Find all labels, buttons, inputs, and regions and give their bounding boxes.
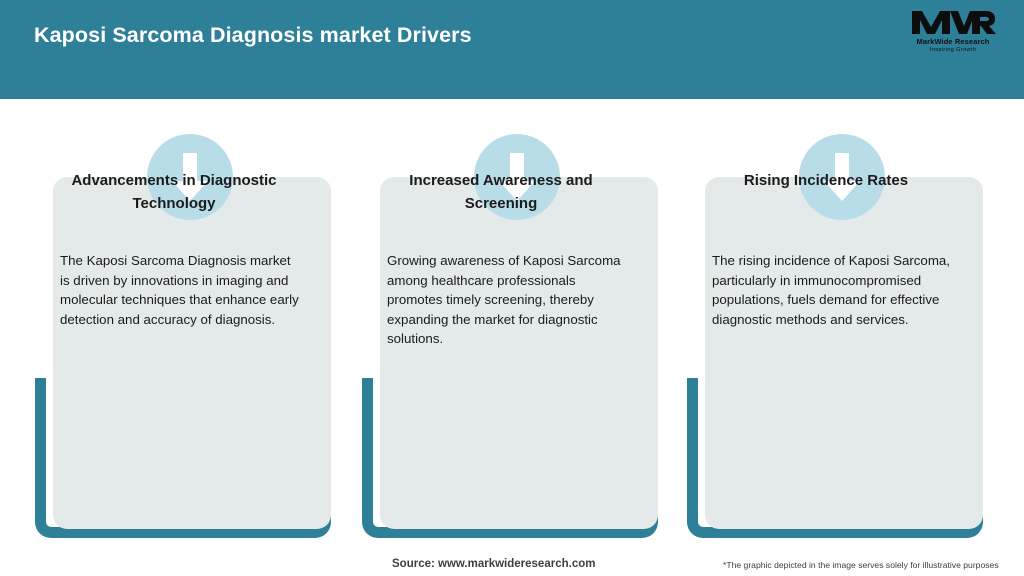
down-arrow-icon: [799, 134, 885, 220]
card-title: Increased Awareness and Screening: [409, 172, 593, 212]
card-panel: [53, 177, 331, 529]
driver-card[interactable]: Rising Incidence Rates The rising incide…: [687, 99, 983, 539]
logo-mark-icon: [898, 8, 1008, 36]
driver-cards-container: Advancements in Diagnostic Technology Th…: [0, 99, 1024, 539]
company-logo: MarkWide Research Inspiring Growth: [898, 8, 1008, 58]
disclaimer-note: *The graphic depicted in the image serve…: [723, 560, 999, 570]
card-title: Rising Incidence Rates: [743, 172, 909, 189]
page-title: Kaposi Sarcoma Diagnosis market Drivers: [34, 23, 472, 47]
card-panel: [380, 177, 658, 529]
card-body-text: The rising incidence of Kaposi Sarcoma, …: [712, 253, 950, 327]
logo-tagline: Inspiring Growth: [929, 47, 977, 53]
driver-card[interactable]: Increased Awareness and Screening Growin…: [362, 99, 658, 539]
card-title: Advancements in Diagnostic Technology: [71, 172, 277, 212]
logo-company-name: MarkWide Research: [916, 37, 990, 46]
down-arrow-icon: [147, 134, 233, 220]
card-panel: [705, 177, 983, 529]
down-arrow-icon: [474, 134, 560, 220]
card-body-text: The Kaposi Sarcoma Diagnosis market is d…: [60, 253, 299, 327]
header-bar: Kaposi Sarcoma Diagnosis market Drivers …: [0, 0, 1024, 99]
source-label: Source: www.markwideresearch.com: [392, 558, 596, 570]
card-body-text: Growing awareness of Kaposi Sarcoma amon…: [387, 253, 621, 347]
driver-card[interactable]: Advancements in Diagnostic Technology Th…: [35, 99, 331, 539]
